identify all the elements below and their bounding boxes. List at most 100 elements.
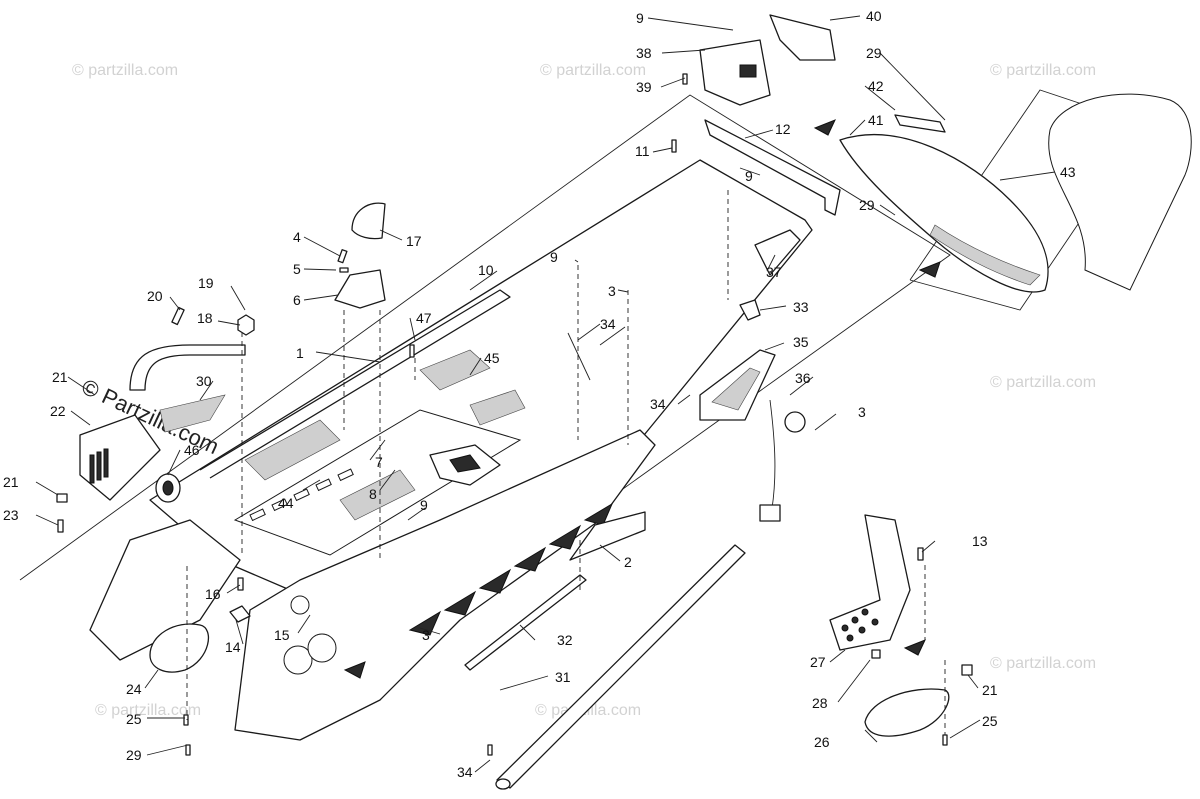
flap-ribs: [929, 224, 1041, 286]
callout-1: 1: [296, 345, 304, 361]
tube-end: [495, 778, 511, 790]
callout-22: 22: [50, 403, 66, 419]
callout-8: 8: [369, 486, 377, 502]
callout-34: 34: [600, 316, 616, 332]
mount-bracket: [334, 269, 386, 309]
callout-labels: 1 2 3 3 3 4 5 6 7 8 9 9 9 9 10 11 12 13 …: [3, 8, 1076, 780]
fastener: [185, 744, 191, 756]
callout-21: 21: [982, 682, 998, 698]
callout-11: 11: [635, 143, 650, 159]
bracket: [229, 605, 251, 623]
cross-tube: [496, 544, 746, 789]
side-port: [290, 595, 310, 615]
deck-slots: [249, 468, 354, 522]
watermark: © partzilla.com: [990, 374, 1096, 391]
reflector-grid: [711, 367, 761, 411]
callout-31: 31: [555, 669, 571, 685]
grip-strip: [339, 469, 416, 521]
bolt: [237, 577, 244, 591]
side-port: [307, 633, 337, 663]
rivet: [409, 344, 415, 358]
callout-44: 44: [278, 495, 294, 511]
callout-42: 42: [868, 78, 884, 94]
callout-4: 4: [293, 229, 301, 245]
corner-brace: [754, 229, 801, 276]
callout-47: 47: [416, 310, 432, 326]
direction-arrow: [343, 661, 366, 679]
hitch-block: [699, 39, 771, 106]
callout-27: 27: [810, 654, 826, 670]
callout-45: 45: [484, 350, 500, 366]
callout-3: 3: [422, 627, 430, 643]
callout-15: 15: [274, 627, 290, 643]
side-port: [283, 645, 313, 675]
direction-arrow: [903, 639, 926, 656]
clip: [961, 664, 973, 676]
grip-strip: [244, 419, 341, 481]
strap: [769, 399, 776, 521]
top-center-parts: [334, 202, 415, 358]
clip: [56, 493, 68, 503]
top-right-parts: [671, 14, 841, 522]
fastener: [487, 744, 493, 756]
grip-strip: [419, 349, 491, 391]
callout-9: 9: [636, 10, 644, 26]
callout-9: 9: [745, 168, 753, 184]
watermark: © partzilla.com: [990, 62, 1096, 79]
tunnel-side-left: [89, 519, 241, 661]
running-board-bracket: [829, 514, 911, 651]
foot-cup: [864, 688, 950, 737]
callout-21: 21: [52, 369, 68, 385]
watermark: © partzilla.com: [990, 655, 1096, 672]
grip-strip: [469, 389, 526, 426]
callout-43: 43: [1060, 164, 1076, 180]
callout-10: 10: [478, 262, 494, 278]
callout-13: 13: [972, 533, 988, 549]
mount-bracket: [569, 511, 646, 561]
nut: [871, 649, 881, 659]
left-parts: [56, 306, 255, 756]
snow-flap: [839, 134, 1049, 293]
strap-end: [759, 504, 781, 522]
callout-41: 41: [868, 112, 884, 128]
direction-arrow: [918, 261, 941, 278]
callout-18: 18: [197, 310, 213, 326]
callout-26: 26: [814, 734, 830, 750]
callout-20: 20: [147, 288, 163, 304]
callout-46: 46: [184, 442, 200, 458]
rear-flap-assembly: [839, 89, 1192, 311]
callout-9: 9: [420, 497, 428, 513]
callout-25: 25: [982, 713, 998, 729]
assembly-lines: [186, 190, 946, 735]
screw: [57, 519, 64, 533]
fastener: [942, 734, 948, 746]
callout-9: 9: [550, 249, 558, 265]
callout-34: 34: [650, 396, 666, 412]
callout-30: 30: [196, 373, 212, 389]
callout-38: 38: [636, 45, 652, 61]
callout-6: 6: [293, 292, 301, 308]
end-cap: [739, 299, 761, 321]
tunnel-side-right: [234, 429, 656, 741]
tunnel-outline: [19, 94, 951, 721]
callout-35: 35: [793, 334, 809, 350]
callout-19: 19: [198, 275, 214, 291]
callout-16: 16: [205, 586, 221, 602]
leader-lines: [35, 15, 1056, 773]
callout-7: 7: [375, 454, 383, 470]
direction-arrow: [813, 119, 836, 136]
callout-32: 32: [557, 632, 573, 648]
callout-5: 5: [293, 261, 301, 277]
watermark: © partzilla.com: [540, 62, 646, 79]
callout-37: 37: [766, 264, 782, 280]
watermark: © partzilla.com: [95, 702, 201, 719]
trim-cover: [351, 202, 386, 240]
callout-21: 21: [3, 474, 19, 490]
bolt: [171, 306, 185, 326]
callout-25: 25: [126, 711, 142, 727]
rear-bumper: [1048, 93, 1192, 291]
callout-36: 36: [795, 370, 811, 386]
callout-2: 2: [624, 554, 632, 570]
grab-handle: [129, 344, 246, 391]
